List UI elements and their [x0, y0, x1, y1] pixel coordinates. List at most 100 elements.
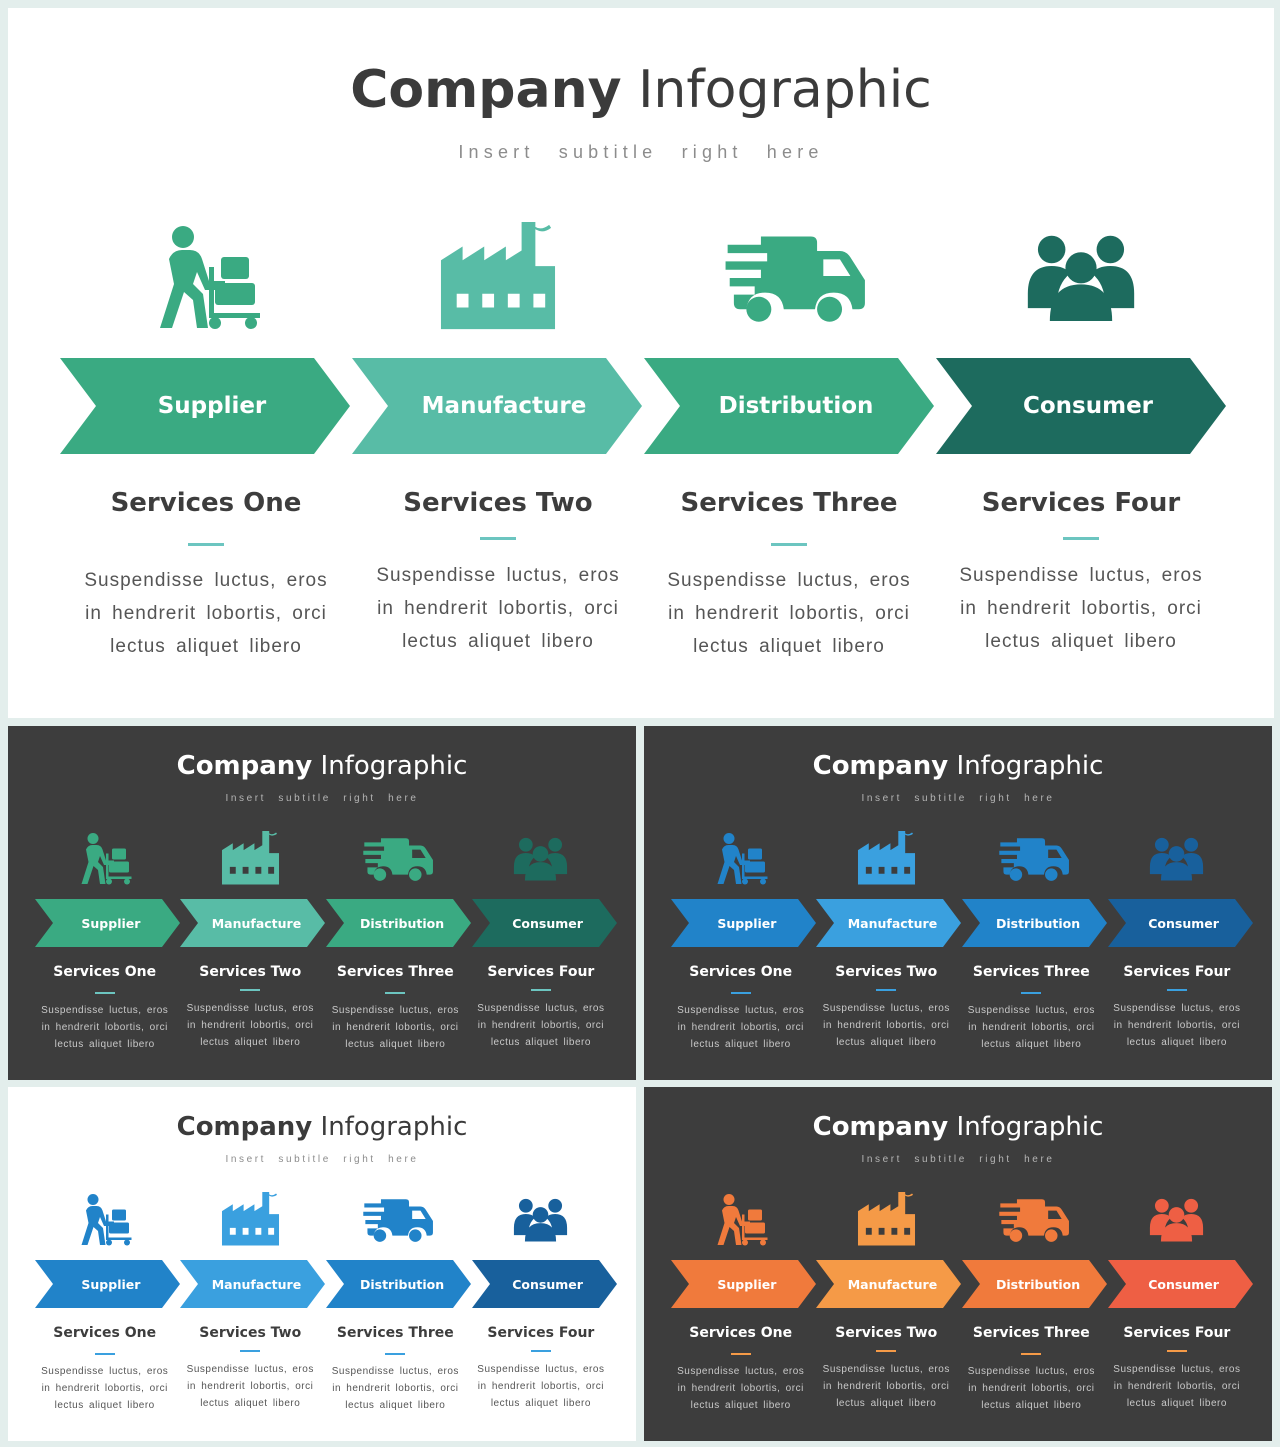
description-line: lectus aliquet libero	[345, 1039, 446, 1050]
description-line: in hendrerit lobortis, orci	[477, 1019, 604, 1031]
step-chevron-supplier: Supplier	[60, 358, 350, 454]
service-heading: Services Two	[835, 1325, 938, 1341]
service-divider	[240, 1349, 261, 1352]
service-heading: Services Four	[1123, 964, 1231, 980]
delivery-truck-icon	[992, 835, 1070, 882]
service-description: Suspendisse luctus, eros in hendrerit lob…	[466, 1000, 616, 1051]
title-bold: Company	[176, 751, 313, 781]
factory-icon	[439, 222, 557, 332]
description-line: Suspendisse luctus, eros	[822, 1363, 950, 1375]
service-heading: Services One	[689, 1325, 793, 1341]
description-line: lectus aliquet libero	[836, 1397, 937, 1409]
step-label: Distribution	[359, 1276, 445, 1292]
description-line: in hendrerit lobortis, orci	[187, 1019, 314, 1031]
service-heading: Services Four	[487, 1325, 595, 1341]
step-label: Distribution	[995, 1276, 1081, 1292]
step-chevron-manufacture: Manufacture	[816, 899, 962, 947]
worker-cart-icon	[713, 1191, 768, 1251]
delivery-truck-icon	[992, 1196, 1070, 1243]
description-line: lectus aliquet libero	[981, 1039, 1082, 1050]
step-label: Consumer	[1022, 393, 1154, 419]
service-description: Suspendisse luctus, eros in hendrerit lob…	[956, 1002, 1106, 1053]
description-line: lectus aliquet libero	[981, 1400, 1082, 1411]
description-line: Suspendisse luctus, eros	[967, 1005, 1095, 1016]
service-divider	[1021, 991, 1042, 994]
step-label: Manufacture	[421, 393, 587, 419]
description-line: Suspendisse luctus, eros	[677, 1366, 805, 1377]
description-line: Suspendisse luctus, eros	[1113, 1363, 1241, 1375]
description-line: in hendrerit lobortis, orci	[968, 1022, 1095, 1033]
description-line: in hendrerit lobortis, orci	[823, 1019, 950, 1031]
step-label: Consumer	[512, 915, 583, 931]
description-line: Suspendisse luctus, eros	[967, 1366, 1095, 1377]
description-line: lectus aliquet libero	[490, 1036, 591, 1048]
delivery-truck-icon	[711, 230, 867, 324]
step-label: Manufacture	[847, 915, 938, 931]
description-line: lectus aliquet libero	[836, 1036, 937, 1048]
service-heading: Services Two	[835, 964, 938, 980]
description-line: Suspendisse luctus, eros	[376, 565, 620, 586]
slide-title: Company Infographic	[8, 750, 636, 781]
description-line: lectus aliquet libero	[200, 1036, 301, 1048]
description-line: Suspendisse luctus, eros	[331, 1366, 459, 1377]
title-bold: Company	[812, 1112, 949, 1142]
step-chevron-distribution: Distribution	[644, 358, 934, 454]
step-chevron-manufacture: Manufacture	[180, 899, 326, 947]
description-line: Suspendisse luctus, eros	[84, 570, 328, 591]
description-line: in hendrerit lobortis, orci	[41, 1022, 168, 1033]
service-divider	[1166, 1349, 1187, 1352]
description-line: lectus aliquet libero	[54, 1039, 155, 1050]
description-line: lectus aliquet libero	[690, 1039, 791, 1050]
service-heading: Services One	[53, 964, 157, 980]
description-line: in hendrerit lobortis, orci	[1113, 1380, 1240, 1392]
title-bold: Company	[176, 1112, 313, 1142]
description-line: Suspendisse luctus, eros	[477, 1002, 605, 1014]
service-heading: Services Three	[972, 1325, 1090, 1341]
slide-title: Company Infographic	[8, 1111, 636, 1142]
people-group-icon	[513, 835, 568, 882]
description-line: Suspendisse luctus, eros	[677, 1005, 805, 1016]
description-line: Suspendisse luctus, eros	[822, 1002, 950, 1014]
service-heading: Services One	[689, 964, 793, 980]
title-bold: Company	[812, 751, 949, 781]
step-chevron-supplier: Supplier	[34, 899, 180, 947]
service-heading: Services Three	[680, 488, 898, 518]
slide-subtitle: Insert subtitle right here	[225, 1154, 419, 1165]
service-heading: Services Three	[336, 1325, 454, 1341]
service-heading: Services Three	[972, 964, 1090, 980]
description-line: in hendrerit lobortis, orci	[668, 603, 910, 624]
service-description: Suspendisse luctus, eros in hendrerit lob…	[1102, 1361, 1252, 1412]
description-line: Suspendisse luctus, eros	[959, 565, 1203, 586]
step-label: Supplier	[717, 915, 777, 931]
people-group-icon	[1149, 1196, 1204, 1243]
delivery-truck-icon	[356, 1196, 434, 1243]
step-chevron-consumer: Consumer	[471, 899, 617, 947]
description-line: lectus aliquet libero	[200, 1397, 301, 1409]
step-label: Distribution	[995, 915, 1081, 931]
title-regular: Infographic	[312, 751, 468, 781]
step-chevron-distribution: Distribution	[962, 899, 1108, 947]
description-line: in hendrerit lobortis, orci	[187, 1380, 314, 1392]
description-line: in hendrerit lobortis, orci	[960, 598, 1202, 619]
step-chevron-consumer: Consumer	[1107, 1260, 1253, 1308]
description-line: lectus aliquet libero	[54, 1400, 155, 1411]
step-chevron-consumer: Consumer	[1107, 899, 1253, 947]
worker-cart-icon	[151, 220, 261, 340]
service-description: Suspendisse luctus, eros in hendrerit lob…	[931, 559, 1231, 658]
step-label: Manufacture	[211, 1276, 302, 1292]
worker-cart-icon	[713, 830, 768, 890]
step-chevron-manufacture: Manufacture	[352, 358, 642, 454]
step-chevron-distribution: Distribution	[962, 1260, 1108, 1308]
slide-subtitle: Insert subtitle right here	[225, 793, 419, 804]
step-chevron-consumer: Consumer	[471, 1260, 617, 1308]
step-chevron-consumer: Consumer	[936, 358, 1226, 454]
